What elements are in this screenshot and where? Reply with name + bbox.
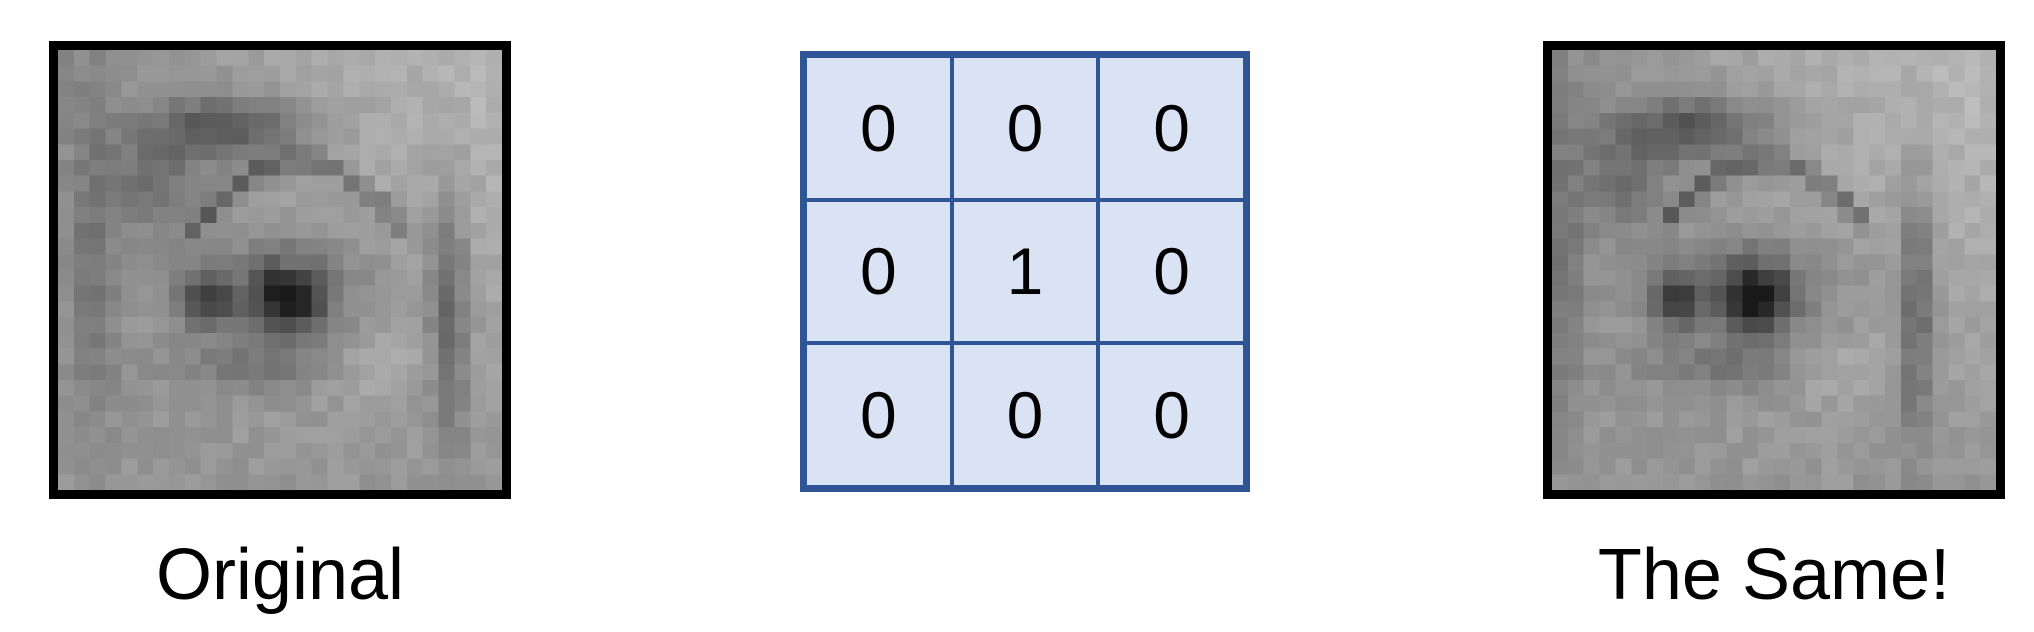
original-caption: Original (155, 535, 405, 615)
result-caption: The Same! (1597, 535, 1951, 615)
kernel-cell-r2-c1: 0 (805, 199, 952, 344)
kernel-cell-r3-c3: 0 (1098, 343, 1245, 487)
identity-kernel-grid: 0 0 0 0 1 0 0 0 0 (800, 51, 1250, 492)
kernel-cell-r1-c3: 0 (1098, 56, 1245, 200)
result-eye-image (1543, 41, 2005, 499)
kernel-cell-r2-c2: 1 (951, 199, 1099, 344)
kernel-cell-r2-c3: 0 (1098, 199, 1245, 344)
kernel-cell-r3-c1: 0 (805, 343, 952, 487)
kernel-cell-r1-c2: 0 (951, 56, 1099, 200)
kernel-cell-r3-c2: 0 (951, 343, 1099, 487)
kernel-cell-r1-c1: 0 (805, 56, 952, 200)
original-eye-image (49, 41, 511, 499)
